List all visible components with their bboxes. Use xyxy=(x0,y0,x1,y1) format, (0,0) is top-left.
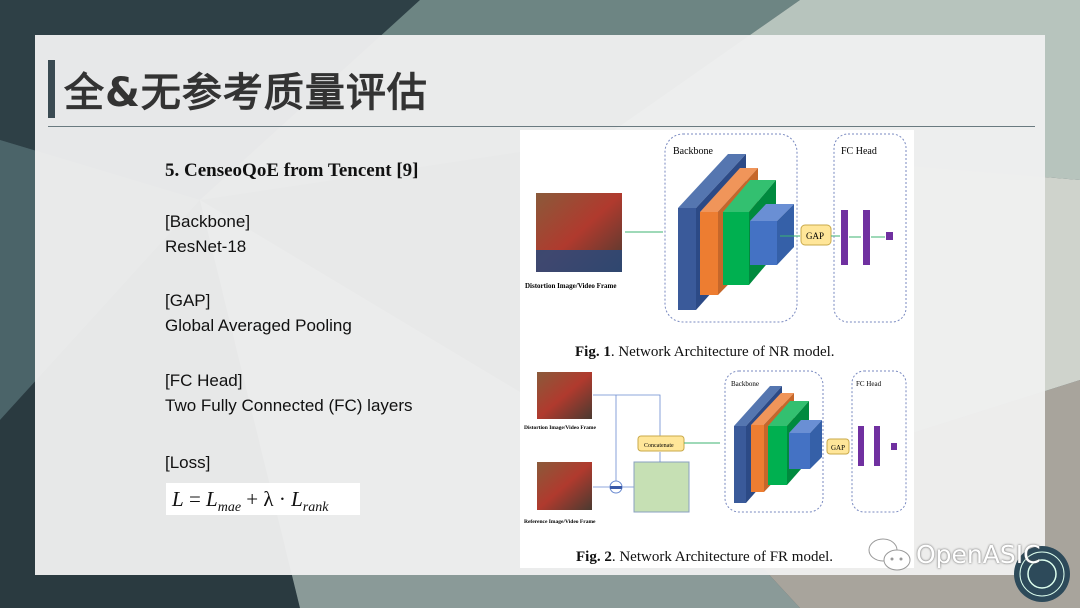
loss-label: [Loss] xyxy=(165,453,211,472)
fig2-gap-box xyxy=(826,438,850,455)
formula-op: + λ · xyxy=(241,487,292,511)
block-orange xyxy=(700,212,718,295)
fig2-gap-label: GAP xyxy=(831,444,845,452)
fig2-caption-text: . Network Architecture of FR model. xyxy=(611,549,834,565)
fig2-caption: Fig. 2. Network Architecture of FR model… xyxy=(576,549,833,566)
architecture-figure: Distortion Image/Video Frame Backbone GA… xyxy=(520,130,914,568)
formula-eq: = xyxy=(183,487,207,511)
fig1-gap-label: GAP xyxy=(806,231,824,241)
block-green xyxy=(723,212,749,285)
backbone-label: [Backbone] xyxy=(165,212,251,231)
slide-title: 全&无参考质量评估 xyxy=(64,70,428,116)
block-lightblue xyxy=(750,221,777,265)
formula-sub2: rank xyxy=(302,500,329,516)
fig2-block-green xyxy=(768,426,787,485)
architecture-diagrams: Distortion Image/Video Frame Backbone GA… xyxy=(524,133,907,525)
fig2-diagram: Distortion Image/Video Frame Reference I… xyxy=(524,370,907,525)
fc-head-label: [FC Head] xyxy=(165,371,243,390)
title-divider xyxy=(48,126,1035,127)
fig2-block-blue xyxy=(734,426,746,503)
block-blue-1 xyxy=(678,208,696,310)
fig1-caption: Fig. 1. Network Architecture of NR model… xyxy=(575,344,835,361)
wechat-icon xyxy=(868,538,911,571)
fc-output xyxy=(886,232,893,240)
fig1-caption-text: . Network Architecture of NR model. xyxy=(610,344,835,360)
fig1-fc-head-label: FC Head xyxy=(841,146,877,157)
formula-term2: L xyxy=(291,487,303,511)
formula-sub1: mae xyxy=(217,500,242,516)
fig2-block-orange xyxy=(751,425,764,492)
fig1-gap-box xyxy=(800,224,832,246)
formula-lhs: L xyxy=(172,487,184,511)
fc-layer-2 xyxy=(863,210,870,265)
fig2-backbone-label: Backbone xyxy=(731,380,759,388)
university-seal xyxy=(1014,546,1070,602)
fig1-backbone-label: Backbone xyxy=(673,146,714,157)
fig2-caption-num: Fig. 2 xyxy=(576,549,612,565)
fig2-input1-label: Distortion Image/Video Frame xyxy=(524,425,596,431)
fig2-input2-label: Reference Image/Video Frame xyxy=(524,519,596,525)
section-heading: 5. CenseoQoE from Tencent [9] xyxy=(165,160,419,181)
gap-label: [GAP] xyxy=(165,291,211,310)
loss-formula: L = Lmae + λ · Lrank xyxy=(166,483,360,515)
formula-term1: L xyxy=(206,487,218,511)
fig2-block-lightblue xyxy=(789,433,810,469)
fig1-input-label: Distortion Image/Video Frame xyxy=(525,282,617,290)
title-accent-bar xyxy=(48,60,55,118)
fc-head-value: Two Fully Connected (FC) layers xyxy=(165,396,413,415)
fig2-fc-head-label: FC Head xyxy=(856,380,882,388)
concatenate-label: Concatenate xyxy=(644,443,674,449)
reference-image-thumbnail xyxy=(537,462,592,510)
watermark-text: OpenASIC xyxy=(916,540,1041,569)
fc-layer-1 xyxy=(841,210,848,265)
difference-map-box xyxy=(633,461,690,513)
backbone-value: ResNet-18 xyxy=(165,237,247,256)
fig1-diagram: Distortion Image/Video Frame Backbone GA… xyxy=(525,133,907,323)
distortion-image-thumbnail-2 xyxy=(537,372,592,419)
gap-value: Global Averaged Pooling xyxy=(165,316,352,335)
fig1-caption-num: Fig. 1 xyxy=(575,344,611,360)
